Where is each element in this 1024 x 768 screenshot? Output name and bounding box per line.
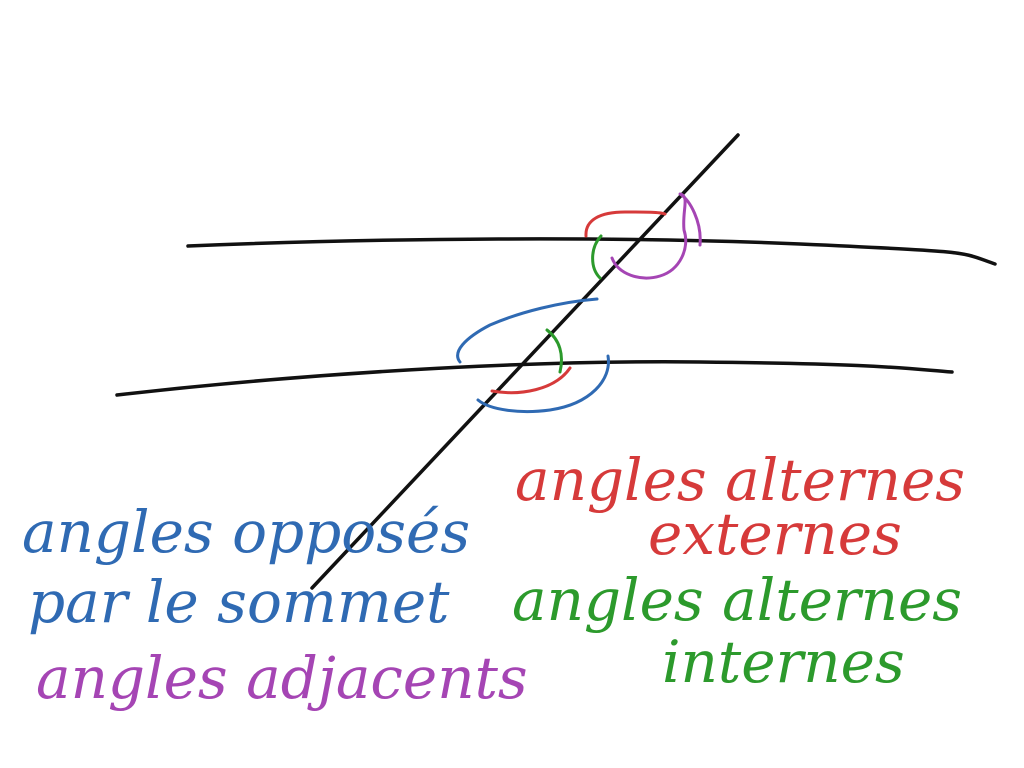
angle-labels: angles opposés par le sommet angles adja… [22, 446, 965, 712]
geometry-lines [115, 133, 997, 590]
label-alternes-internes-line2: internes [662, 628, 905, 696]
label-opposes-line1: angles opposés [22, 498, 470, 566]
label-alternes-internes-line1: angles alternes [512, 566, 962, 634]
transversal-line [310, 133, 740, 590]
upper-parallel-line [186, 237, 997, 266]
angle-markers [456, 192, 702, 414]
red-angle-arc-lower [490, 366, 572, 395]
red-angle-arc-upper [584, 210, 667, 238]
label-adjacents: angles adjacents [36, 644, 528, 712]
label-alternes-externes-line2: externes [648, 500, 902, 568]
blue-angle-arc-upper [456, 297, 599, 364]
green-angle-arc-lower [545, 328, 563, 374]
label-opposes-line2: par le sommet [28, 568, 450, 636]
purple-angle-arc [610, 192, 702, 280]
label-alternes-externes-line1: angles alternes [515, 446, 965, 514]
lower-parallel-line [115, 360, 954, 397]
green-angle-arc-upper [591, 234, 603, 280]
blue-angle-arc-lower [476, 354, 610, 414]
